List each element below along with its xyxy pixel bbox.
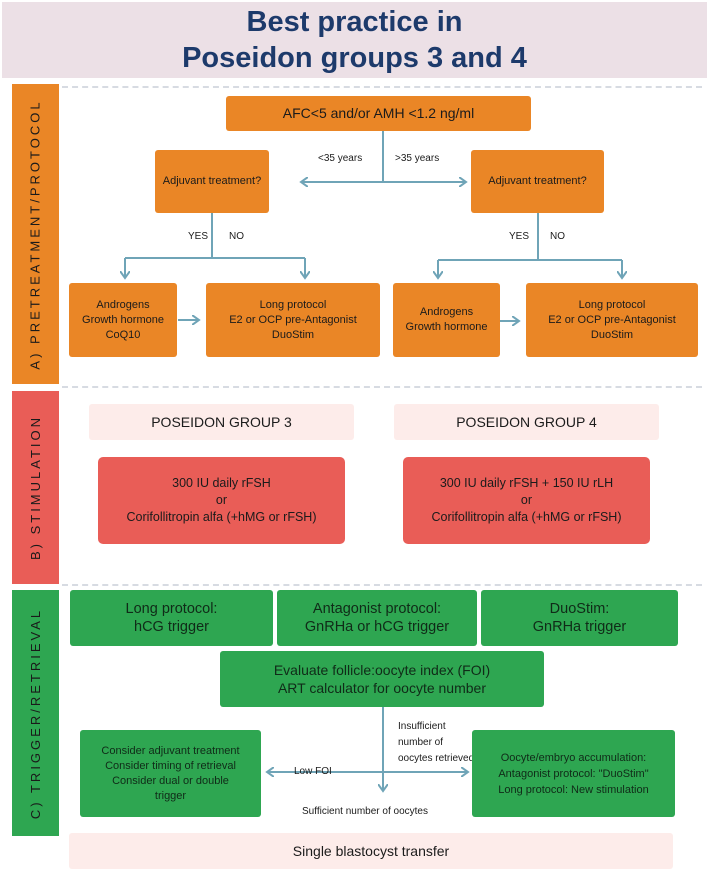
left-adjuvant-options-box: Androgens Growth hormone CoQ10 <box>69 283 177 357</box>
right-protocol-options-box: Long protocol E2 or OCP pre-Antagonist D… <box>526 283 698 357</box>
age-over-35-label: >35 years <box>395 153 440 164</box>
duostim-trigger-box: DuoStim: GnRHa trigger <box>481 590 678 646</box>
low-foi-label: Low FOI <box>294 766 332 777</box>
separator-a-b <box>62 386 702 388</box>
title-line-1: Best practice in <box>246 6 463 38</box>
evaluate-foi-box: Evaluate follicle:oocyte index (FOI) ART… <box>220 651 544 707</box>
long-protocol-trigger-box: Long protocol: hCG trigger <box>70 590 273 646</box>
left-adjuvant-question: Adjuvant treatment? <box>155 150 269 213</box>
group-4-regimen-box: 300 IU daily rFSH + 150 IU rLH or Corifo… <box>403 457 650 544</box>
page-title: Best practice in Poseidon groups 3 and 4 <box>0 4 709 76</box>
age-under-35-label: <35 years <box>318 153 363 164</box>
left-no-label: NO <box>229 231 244 242</box>
left-protocol-options-box: Long protocol E2 or OCP pre-Antagonist D… <box>206 283 380 357</box>
oocyte-accumulation-box: Oocyte/embryo accumulation: Antagonist p… <box>472 730 675 817</box>
separator-b-c <box>62 584 702 586</box>
right-no-label: NO <box>550 231 565 242</box>
section-c-label: C) TRIGGER/RETRIEVAL <box>12 590 59 836</box>
section-b-label: B) STIMULATION <box>12 391 59 584</box>
right-adjuvant-options-box: Androgens Growth hormone <box>393 283 500 357</box>
title-line-2: Poseidon groups 3 and 4 <box>182 42 527 74</box>
section-a-label: A) PRETREATMENT/PROTOCOL <box>12 84 59 384</box>
right-adjuvant-question: Adjuvant treatment? <box>471 150 604 213</box>
single-blastocyst-transfer-box: Single blastocyst transfer <box>69 833 673 869</box>
sufficient-oocytes-label: Sufficient number of oocytes <box>302 806 428 817</box>
poseidon-group-4-label: POSEIDON GROUP 4 <box>394 404 659 440</box>
afc-amh-box: AFC<5 and/or AMH <1.2 ng/ml <box>226 96 531 131</box>
antagonist-protocol-trigger-box: Antagonist protocol: GnRHa or hCG trigge… <box>277 590 477 646</box>
separator-a-top <box>62 86 702 88</box>
consider-adjuvant-box: Consider adjuvant treatment Consider tim… <box>80 730 261 817</box>
group-3-regimen-box: 300 IU daily rFSH or Corifollitropin alf… <box>98 457 345 544</box>
poseidon-group-3-label: POSEIDON GROUP 3 <box>89 404 354 440</box>
insufficient-oocytes-label: Insufficient number of oocytes retrieved <box>398 721 475 764</box>
left-yes-label: YES <box>188 231 209 242</box>
title-banner <box>2 2 707 78</box>
right-yes-label: YES <box>509 231 530 242</box>
